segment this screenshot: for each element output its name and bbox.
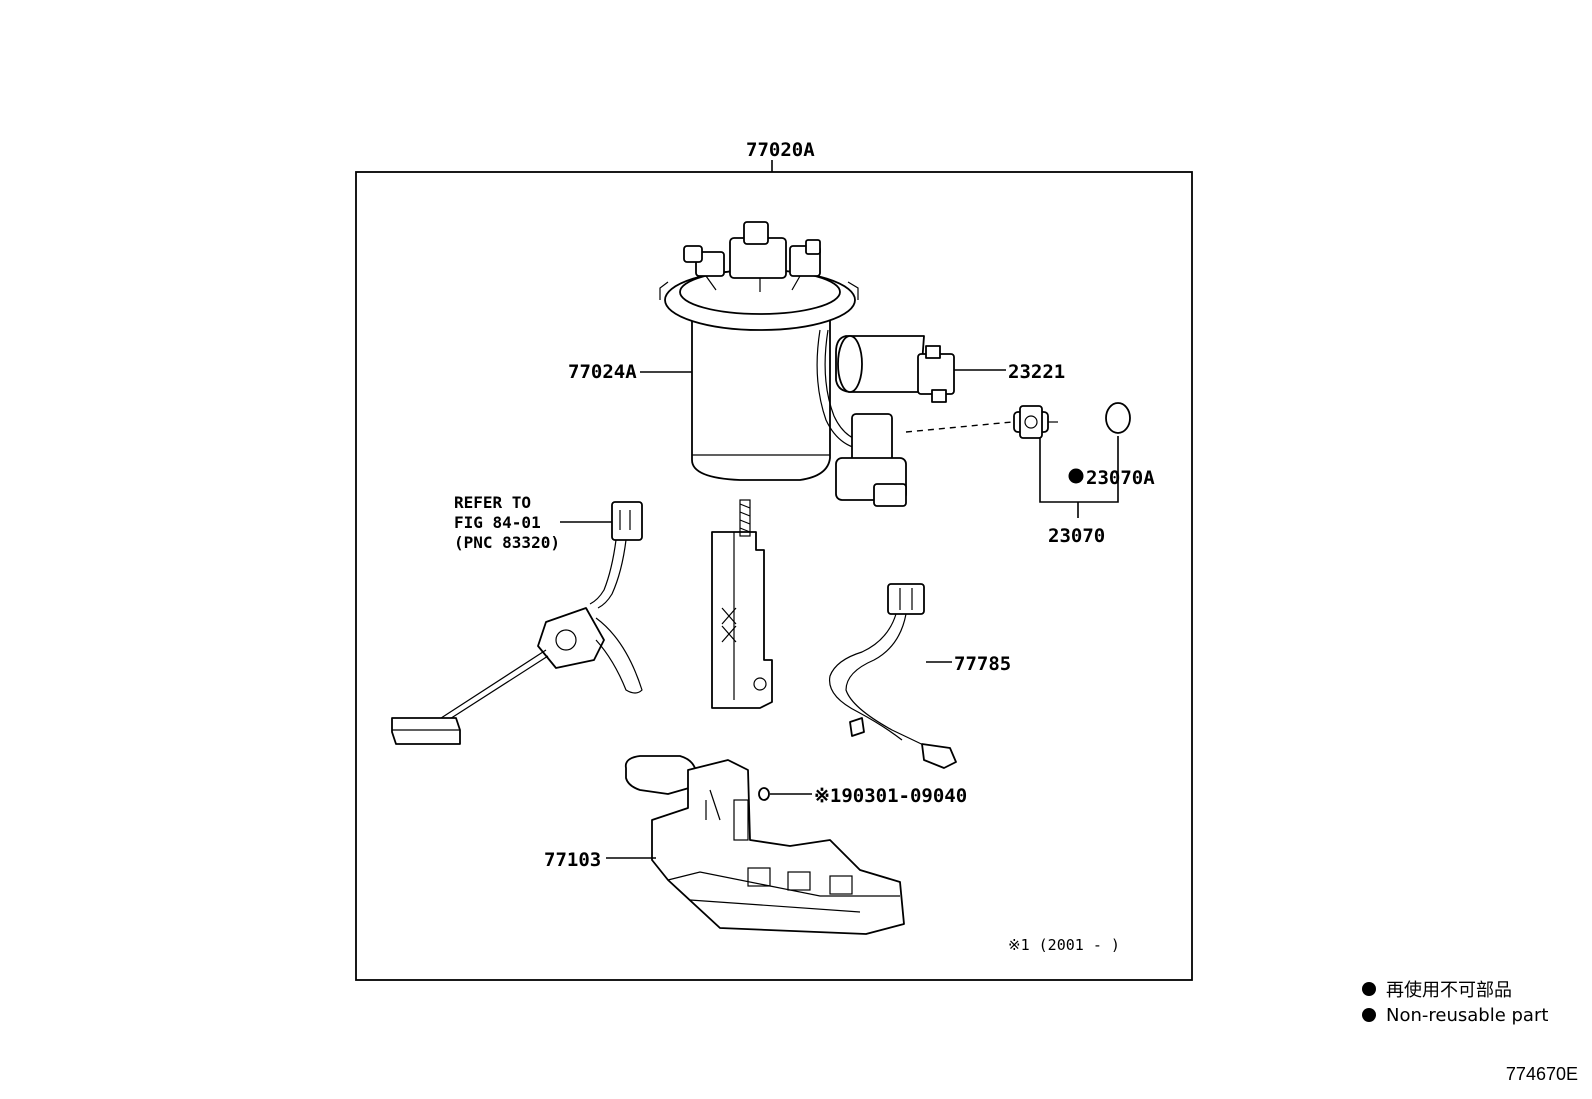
assembly-frame xyxy=(355,171,1193,981)
label-77785[interactable]: 77785 xyxy=(954,653,1011,675)
legend: 再使用不可部品 Non-reusable part xyxy=(1362,976,1548,1028)
fuel-pump-assembly[interactable] xyxy=(659,221,907,507)
legend-text-jp: 再使用不可部品 xyxy=(1386,980,1512,1001)
label-23070A[interactable]: 23070A xyxy=(1086,467,1155,489)
label-o-ring[interactable]: ※190301-09040 xyxy=(814,785,967,807)
label-23070[interactable]: 23070 xyxy=(1048,525,1105,547)
period-note: ※1 (2001 - ) xyxy=(1008,936,1120,954)
legend-row-jp: 再使用不可部品 xyxy=(1362,976,1548,1002)
o-ring[interactable] xyxy=(758,787,770,801)
gasket-ring[interactable] xyxy=(1105,402,1131,434)
fuel-filter[interactable] xyxy=(1013,405,1058,439)
guide-rail[interactable] xyxy=(711,499,773,709)
label-23221[interactable]: 23221 xyxy=(1008,361,1065,383)
figure-code: 774670E xyxy=(1505,1064,1578,1084)
label-77103[interactable]: 77103 xyxy=(544,849,601,871)
pump-bracket[interactable] xyxy=(624,755,905,935)
non-reusable-dot-icon xyxy=(1362,982,1376,996)
refer-line-1: REFER TO xyxy=(454,493,531,512)
legend-row-en: Non-reusable part xyxy=(1362,1002,1548,1028)
label-77020A[interactable]: 77020A xyxy=(746,139,815,161)
dashed-leader xyxy=(905,421,1013,433)
refer-line-2: FIG 84-01 xyxy=(454,513,541,532)
label-77024A[interactable]: 77024A xyxy=(568,361,637,383)
non-reusable-dot-icon xyxy=(1068,468,1084,484)
pump-wire[interactable] xyxy=(828,583,957,769)
non-reusable-dot-icon xyxy=(1362,1008,1376,1022)
refer-line-3: (PNC 83320) xyxy=(454,533,560,552)
fuel-pump[interactable] xyxy=(835,335,955,403)
fuel-sender-gauge[interactable] xyxy=(391,501,643,745)
legend-text-en: Non-reusable part xyxy=(1386,1004,1549,1026)
